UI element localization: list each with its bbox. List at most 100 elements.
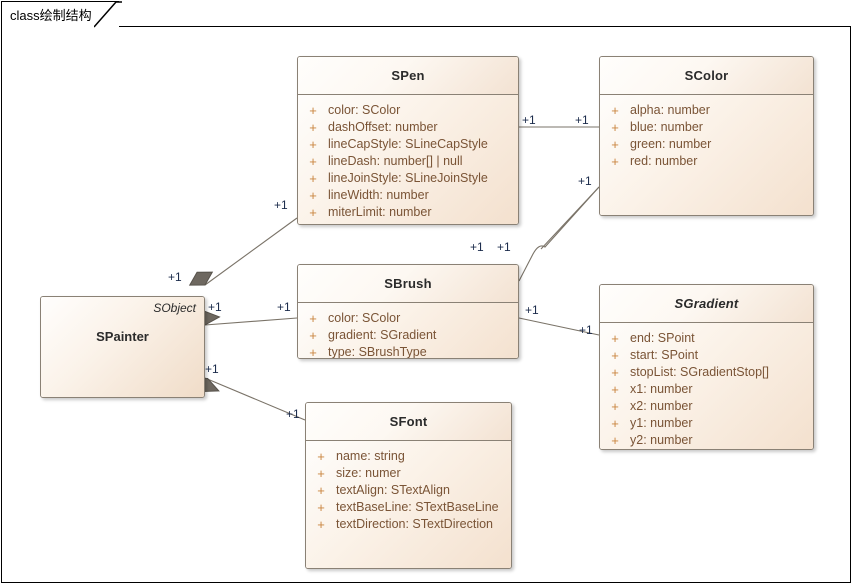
visibility-marker: + bbox=[611, 416, 619, 431]
sfont-title: SFont bbox=[389, 414, 428, 429]
attribute-row: + textBaseLine: STextBaseLine bbox=[306, 499, 511, 516]
mult-gradient-brush-target: +1 bbox=[579, 323, 593, 337]
attribute-row: + textAlign: STextAlign bbox=[306, 482, 511, 499]
sfont-attributes: + name: string + size: numer + textAlign… bbox=[306, 441, 511, 568]
attribute-signature: red: number bbox=[630, 154, 698, 168]
sfont-header: SFont bbox=[306, 403, 511, 441]
sgradient-title: SGradient bbox=[674, 296, 739, 311]
attribute-row: + lineWidth: number bbox=[298, 187, 518, 204]
visibility-marker: + bbox=[317, 449, 325, 464]
visibility-marker: + bbox=[611, 137, 619, 152]
attribute-row: + end: SPoint bbox=[600, 330, 813, 347]
attribute-signature: textAlign: STextAlign bbox=[336, 483, 450, 497]
attribute-signature: color: SColor bbox=[328, 311, 401, 325]
attribute-signature: size: numer bbox=[336, 466, 401, 480]
class-box-spen[interactable]: SPen + color: SColor + dashOffset: numbe… bbox=[297, 56, 519, 225]
visibility-marker: + bbox=[309, 103, 317, 118]
attribute-signature: lineDash: number[] | null bbox=[328, 154, 463, 168]
attribute-row: + lineJoinStyle: SLineJoinStyle bbox=[298, 170, 518, 187]
attribute-row: + size: numer bbox=[306, 465, 511, 482]
attribute-row: + x2: number bbox=[600, 398, 813, 415]
visibility-marker: + bbox=[611, 399, 619, 414]
visibility-marker: + bbox=[309, 120, 317, 135]
visibility-marker: + bbox=[309, 154, 317, 169]
class-box-spainter[interactable]: SObject SPainter bbox=[40, 296, 205, 398]
scolor-title: SColor bbox=[684, 68, 729, 83]
attribute-signature: x2: number bbox=[630, 399, 693, 413]
attribute-row: + gradient: SGradient bbox=[298, 327, 518, 344]
spen-attributes: + color: SColor + dashOffset: number + l… bbox=[298, 95, 518, 224]
attribute-signature: color: SColor bbox=[328, 103, 401, 117]
visibility-marker: + bbox=[309, 345, 317, 359]
spen-header: SPen bbox=[298, 57, 518, 95]
mult-color-brush-target: +1 bbox=[578, 174, 592, 188]
sgradient-header: SGradient bbox=[600, 285, 813, 323]
attribute-signature: lineCapStyle: SLineCapStyle bbox=[328, 137, 488, 151]
attribute-signature: y2: number bbox=[630, 433, 693, 447]
attribute-row: + alpha: number bbox=[600, 102, 813, 119]
scolor-attributes: + alpha: number + blue: number + green: … bbox=[600, 95, 813, 215]
attribute-row: + color: SColor bbox=[298, 310, 518, 327]
scolor-header: SColor bbox=[600, 57, 813, 95]
mult-pen-painter-target: +1 bbox=[274, 198, 288, 212]
visibility-marker: + bbox=[309, 311, 317, 326]
visibility-marker: + bbox=[611, 120, 619, 135]
visibility-marker: + bbox=[611, 365, 619, 380]
visibility-marker: + bbox=[309, 171, 317, 186]
attribute-signature: dashOffset: number bbox=[328, 120, 438, 134]
mult-color-pen-target: +1 bbox=[575, 113, 589, 127]
spainter-body: SObject SPainter bbox=[41, 297, 204, 397]
attribute-row: + x1: number bbox=[600, 381, 813, 398]
class-box-sfont[interactable]: SFont + name: string + size: numer + tex… bbox=[305, 402, 512, 569]
frame-tab bbox=[1, 1, 119, 28]
attribute-row: + red: number bbox=[600, 153, 813, 170]
visibility-marker: + bbox=[317, 466, 325, 481]
spen-title: SPen bbox=[391, 68, 425, 83]
attribute-signature: textBaseLine: STextBaseLine bbox=[336, 500, 499, 514]
attribute-signature: stopList: SGradientStop[] bbox=[630, 365, 769, 379]
attribute-signature: type: SBrushType bbox=[328, 345, 427, 359]
attribute-signature: gradient: SGradient bbox=[328, 328, 437, 342]
attribute-row: + y1: number bbox=[600, 415, 813, 432]
attribute-row: + miterLimit: number bbox=[298, 204, 518, 221]
attribute-signature: y1: number bbox=[630, 416, 693, 430]
visibility-marker: + bbox=[611, 154, 619, 169]
visibility-marker: + bbox=[611, 103, 619, 118]
attribute-row: + start: SPoint bbox=[600, 347, 813, 364]
visibility-marker: + bbox=[317, 500, 325, 515]
attribute-signature: end: SPoint bbox=[630, 331, 695, 345]
attribute-signature: alpha: number bbox=[630, 103, 710, 117]
visibility-marker: + bbox=[317, 483, 325, 498]
attribute-row: + color: SColor bbox=[298, 102, 518, 119]
attribute-signature: blue: number bbox=[630, 120, 703, 134]
attribute-row: + stopList: SGradientStop[] bbox=[600, 364, 813, 381]
visibility-marker: + bbox=[309, 328, 317, 343]
mult-brush-painter-target: +1 bbox=[277, 300, 291, 314]
sbrush-header: SBrush bbox=[298, 265, 518, 303]
attribute-row: + blue: number bbox=[600, 119, 813, 136]
attribute-signature: lineJoinStyle: SLineJoinStyle bbox=[328, 171, 488, 185]
mult-brush-color-source: +1 bbox=[470, 240, 484, 254]
visibility-marker: + bbox=[309, 205, 317, 220]
class-box-scolor[interactable]: SColor + alpha: number + blue: number + … bbox=[599, 56, 814, 216]
attribute-row: + lineCapStyle: SLineCapStyle bbox=[298, 136, 518, 153]
attribute-signature: miterLimit: number bbox=[328, 205, 432, 219]
visibility-marker: + bbox=[611, 433, 619, 448]
class-box-sgradient[interactable]: SGradient + end: SPoint + start: SPoint … bbox=[599, 284, 814, 450]
attribute-signature: lineWidth: number bbox=[328, 188, 429, 202]
mult-font-painter-target: +1 bbox=[286, 407, 300, 421]
mult-painter-brush-source: +1 bbox=[208, 300, 222, 314]
attribute-signature: start: SPoint bbox=[630, 348, 699, 362]
attribute-row: + name: string bbox=[306, 448, 511, 465]
visibility-marker: + bbox=[309, 188, 317, 203]
sgradient-attributes: + end: SPoint + start: SPoint + stopList… bbox=[600, 323, 813, 449]
class-box-sbrush[interactable]: SBrush + color: SColor + gradient: SGrad… bbox=[297, 264, 519, 359]
spainter-stereotype-label: SObject bbox=[153, 301, 196, 315]
spainter-title: SPainter bbox=[96, 329, 149, 344]
attribute-row: + type: SBrushType bbox=[298, 344, 518, 359]
frame-border bbox=[1, 26, 851, 583]
attribute-row: + dashOffset: number bbox=[298, 119, 518, 136]
attribute-row: + lineDash: number[] | null bbox=[298, 153, 518, 170]
sbrush-title: SBrush bbox=[384, 276, 432, 291]
attribute-signature: x1: number bbox=[630, 382, 693, 396]
